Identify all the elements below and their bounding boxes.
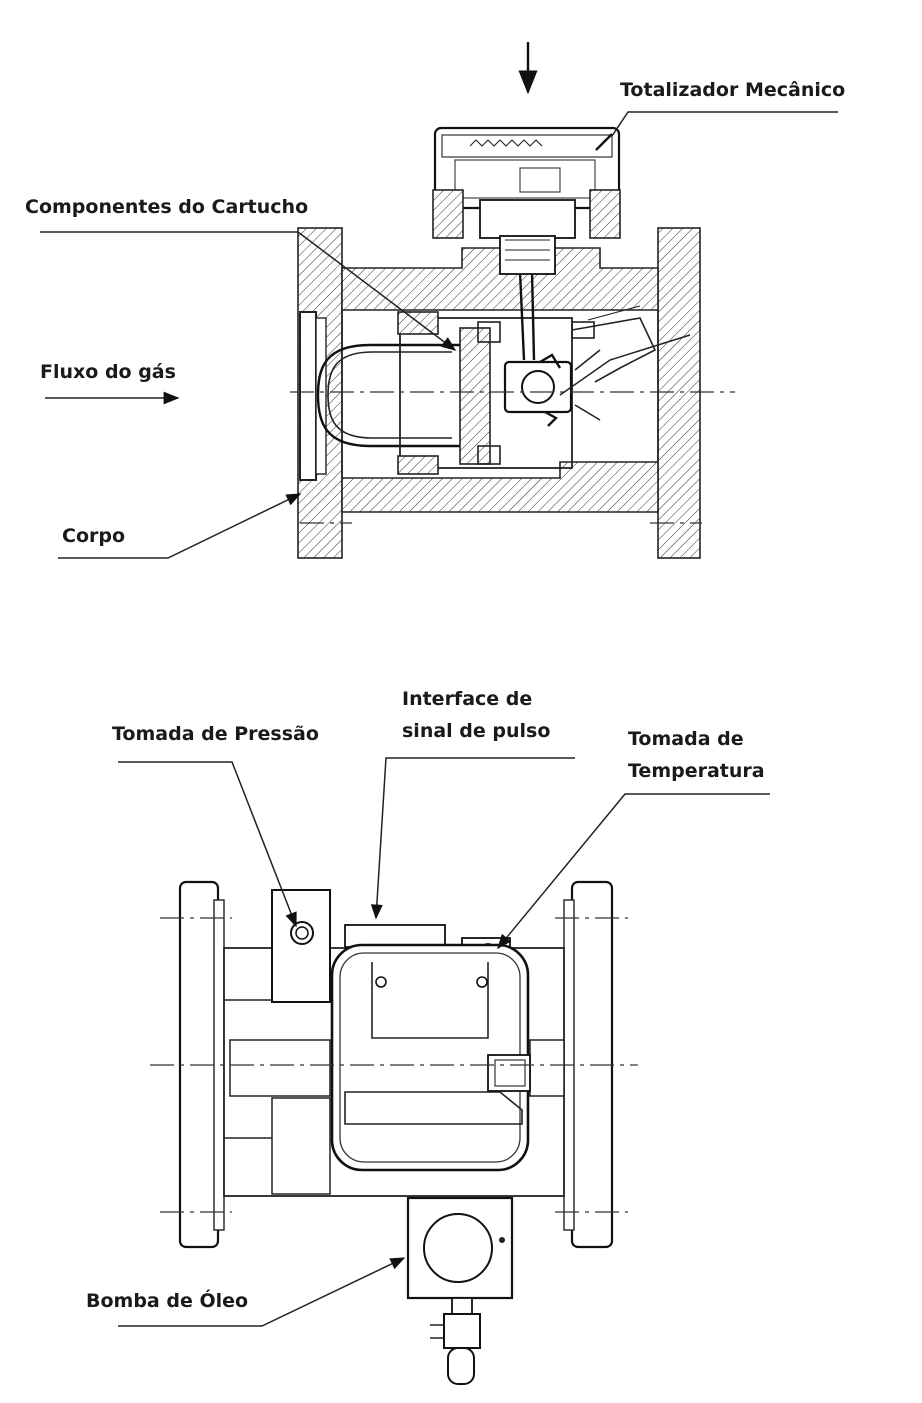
mechanical-totalizer [432, 126, 621, 275]
pressure-tap [271, 889, 331, 1195]
label-pulse-1: Interface de [402, 688, 532, 710]
right-flange [657, 227, 701, 559]
leader-pulse [370, 757, 575, 920]
external-view: Tomada de Pressão Interface de sinal de … [86, 688, 770, 1385]
label-body: Corpo [62, 525, 125, 547]
leader-outlet [559, 334, 691, 396]
label-flow: Fluxo do gás [40, 361, 176, 383]
leader-pump [118, 1257, 406, 1327]
body-lower-wall [341, 461, 659, 513]
inlet-straightener [299, 311, 317, 481]
label-pump: Bomba de Óleo [86, 1288, 248, 1312]
body-upper-wall [341, 247, 659, 311]
leader-body [58, 493, 302, 559]
index-head [330, 943, 531, 1172]
leader-cartridge [40, 231, 457, 351]
oil-pump [406, 1196, 514, 1385]
label-cartridge: Componentes do Cartucho [25, 196, 308, 218]
label-temp-2: Temperatura [628, 760, 765, 782]
nose-cone [316, 343, 460, 448]
leader-totalizer [611, 111, 838, 137]
label-pressure: Tomada de Pressão [112, 723, 319, 745]
leader-pressure [118, 761, 297, 928]
turbine-rotor [503, 349, 601, 427]
cross-section-view: Totalizador Mecânico Componentes do Cart… [25, 42, 845, 559]
label-totalizer: Totalizador Mecânico [620, 79, 845, 101]
label-pulse-2: sinal de pulso [402, 720, 550, 742]
leader-temp [497, 793, 770, 950]
label-temp-1: Tomada de [628, 728, 744, 750]
